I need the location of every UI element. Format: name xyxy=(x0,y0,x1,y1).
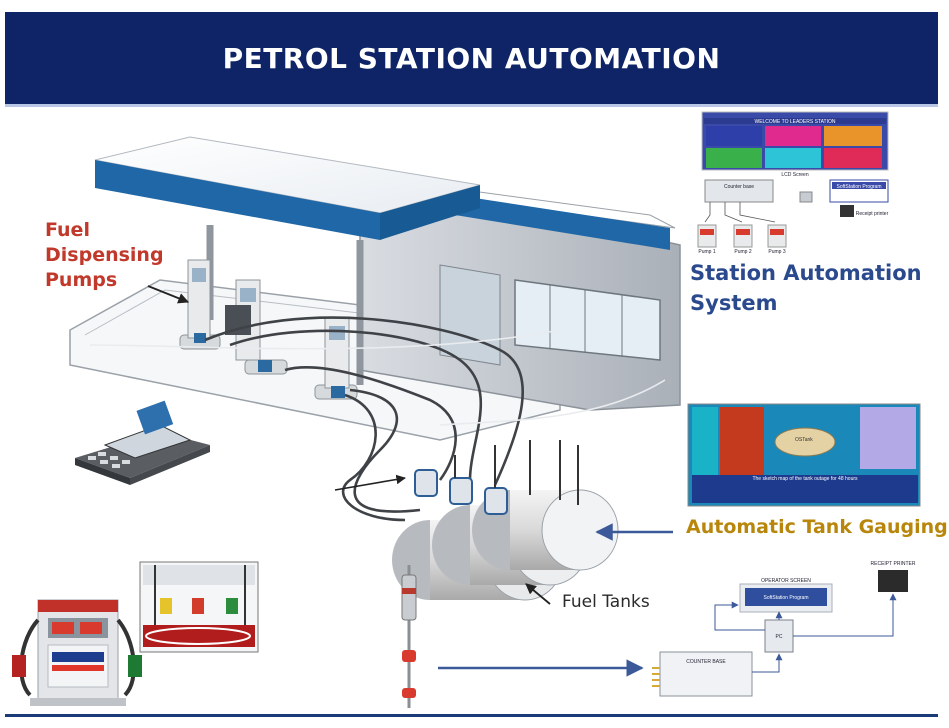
office-program-label: SoftStation Program xyxy=(763,595,808,601)
pos-terminal xyxy=(75,400,210,485)
atg-panel: OSTank The sketch map of the tank outage… xyxy=(687,403,921,507)
nozzle-panel-photo xyxy=(139,561,259,653)
sas-counter-label: Counter base xyxy=(724,184,754,190)
sas-printer-label: Receipt printer xyxy=(856,211,889,217)
sas-pumps: Pump 1 Pump 2 Pump 3 xyxy=(697,224,787,255)
dispenser-island-2 xyxy=(225,279,288,375)
sas-program-label: SoftStation Program xyxy=(836,184,881,190)
pc-label: PC xyxy=(776,634,783,640)
fuel-pipes xyxy=(204,316,524,522)
pumps-arrow xyxy=(147,285,190,304)
sas-screen-label: LCD Screen xyxy=(781,172,808,178)
sas-pump-3: Pump 3 xyxy=(768,249,785,255)
tanks-arrow xyxy=(525,583,551,605)
fuel-tanks-label: Fuel Tanks xyxy=(562,592,650,612)
fuel-pumps-label: Fuel Dispensing Pumps xyxy=(45,219,164,291)
level-probe xyxy=(401,565,417,708)
pipe-arrow xyxy=(334,474,406,491)
office-printer-label: RECEIPT PRINTER xyxy=(871,561,916,567)
counter-base-label: COUNTER BASE xyxy=(686,659,726,665)
office-diagram: OPERATOR SCREEN SoftStation Program RECE… xyxy=(652,561,916,697)
dispenser-photo xyxy=(12,599,142,706)
atg-tank-label: OSTank xyxy=(795,437,813,443)
title-banner: PETROL STATION AUTOMATION xyxy=(5,12,938,107)
page-title: PETROL STATION AUTOMATION xyxy=(222,41,721,75)
pipe-outlines xyxy=(89,329,666,426)
atg-caption: The sketch map of the tank outage for 48… xyxy=(752,476,858,482)
sas-pump-1: Pump 1 xyxy=(698,249,715,255)
bottom-rule xyxy=(5,714,938,717)
operator-screen-label: OPERATOR SCREEN xyxy=(761,578,811,584)
sas-pump-2: Pump 2 xyxy=(734,249,751,255)
sas-header: WELCOME TO LEADERS STATION xyxy=(754,119,835,125)
tank-gauging-label: Automatic Tank Gauging xyxy=(686,516,948,538)
sas-panel: WELCOME TO LEADERS STATION LCD Screen Co… xyxy=(697,111,889,255)
station-automation-label: Station Automation System xyxy=(690,261,922,315)
